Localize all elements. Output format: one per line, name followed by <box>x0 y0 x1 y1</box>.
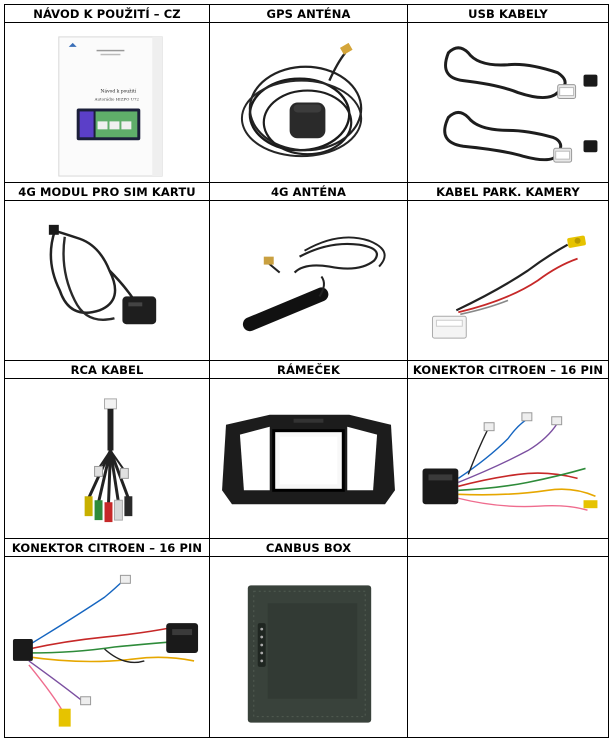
header-usb-cables: USB KABELY <box>408 5 608 23</box>
header-citroen-connector-1: KONEKTOR CITROEN – 16 PIN <box>408 361 608 379</box>
usb-cables-image <box>408 23 608 183</box>
4g-antenna-image <box>210 201 408 361</box>
header-canbus-box: CANBUS BOX <box>210 539 408 557</box>
citroen-connector-2-image <box>5 557 210 737</box>
manual-subtitle: Autorádio HIZPO U72 <box>94 97 140 102</box>
header-4g-module: 4G MODUL PRO SIM KARTU <box>5 183 210 201</box>
header-frame: RÁMEČEK <box>210 361 408 379</box>
product-contents-table: NÁVOD K POUŽITÍ – CZ GPS ANTÉNA USB KABE… <box>4 4 609 738</box>
4g-module-image <box>5 201 210 361</box>
header-gps-antenna: GPS ANTÉNA <box>210 5 408 23</box>
header-manual: NÁVOD K POUŽITÍ – CZ <box>5 5 210 23</box>
header-citroen-connector-2: KONEKTOR CITROEN – 16 PIN <box>5 539 210 557</box>
manual-booklet-image: Návod k použití Autorádio HIZPO U72 <box>58 36 163 177</box>
frame-image <box>210 379 408 539</box>
empty-cell <box>408 557 608 737</box>
header-empty <box>408 539 608 557</box>
manual-title: Návod k použití <box>101 88 137 95</box>
gps-antenna-image <box>210 23 408 183</box>
rca-cable-image <box>5 379 210 539</box>
manual-image: Návod k použití Autorádio HIZPO U72 <box>5 23 210 183</box>
citroen-connector-1-image <box>408 379 608 539</box>
header-4g-antenna: 4G ANTÉNA <box>210 183 408 201</box>
header-parking-camera-cable: KABEL PARK. KAMERY <box>408 183 608 201</box>
canbus-box-image <box>210 557 408 737</box>
header-rca-cable: RCA KABEL <box>5 361 210 379</box>
parking-camera-cable-image <box>408 201 608 361</box>
